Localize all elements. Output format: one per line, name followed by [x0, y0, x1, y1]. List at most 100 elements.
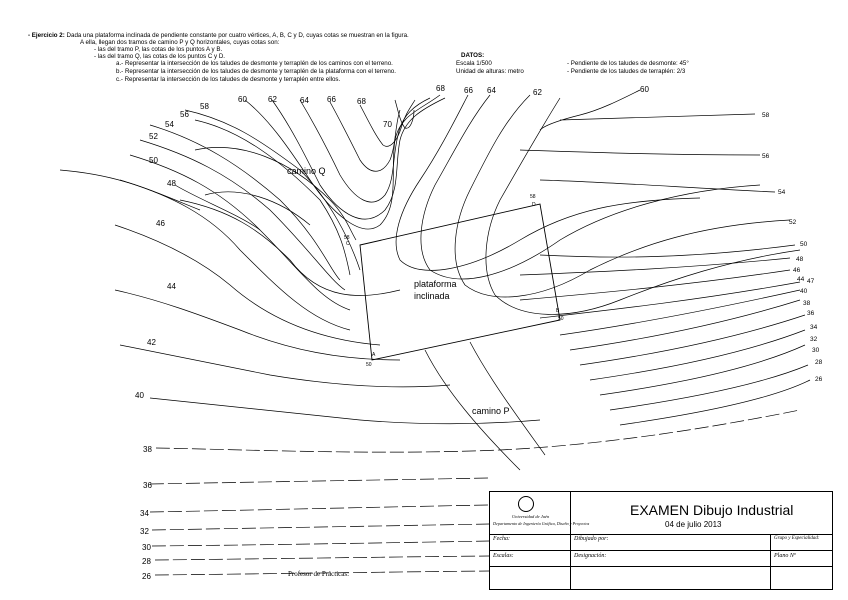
- contour-label: 62: [533, 88, 542, 97]
- contour-line: [395, 94, 701, 271]
- vertex-cota-c: 58: [344, 235, 350, 241]
- contour-line: [194, 119, 351, 276]
- camino-p-label: camino P: [472, 406, 510, 416]
- contour-line: [519, 269, 791, 301]
- contour-label: 46: [156, 219, 165, 228]
- contour-line: [59, 169, 201, 211]
- contour-line: [149, 504, 490, 513]
- datos-escala: Escala 1/500: [456, 60, 492, 67]
- contour-label: 52: [789, 219, 797, 226]
- contour-label: 40: [800, 288, 808, 295]
- contour-line: [589, 329, 806, 381]
- contour-line: [174, 184, 261, 231]
- contour-line: [579, 314, 806, 366]
- contour-label: 42: [147, 338, 156, 347]
- contour-label: 30: [812, 347, 820, 354]
- contour-line: [149, 397, 541, 425]
- contour-line: [244, 94, 441, 230]
- exercise-line-2: A ella, llegan dos tramos de camino P y …: [80, 39, 280, 46]
- contour-label: 54: [778, 189, 786, 196]
- contour-label: 47: [807, 278, 815, 285]
- contour-label: 38: [803, 300, 811, 307]
- contour-line: [155, 409, 801, 453]
- tb-divider: [770, 535, 771, 590]
- task-c: c.- Representar la intersección de los t…: [116, 76, 341, 83]
- tb-divider: [490, 566, 832, 567]
- contour-label: 50: [149, 156, 158, 165]
- plataforma-label: plataforma: [414, 279, 457, 289]
- contour-label: 26: [815, 376, 823, 383]
- department-name: Departamento de Ingeniería Gráfica, Dise…: [493, 521, 590, 526]
- contour-line: [599, 344, 806, 396]
- contour-line: [539, 281, 801, 319]
- contour-line: [420, 94, 761, 280]
- contour-line: [149, 124, 341, 281]
- contour-line: [151, 540, 490, 547]
- contour-line: [149, 477, 490, 485]
- contour-label: 52: [149, 132, 158, 141]
- contour-label: 48: [167, 179, 176, 188]
- contour-label: 60: [640, 85, 649, 94]
- dibujado-label: Dibujado por:: [574, 536, 609, 542]
- contour-line: [271, 97, 446, 220]
- contour-label: 56: [762, 153, 770, 160]
- contour-line: [154, 555, 490, 561]
- vertex-label-a: A: [372, 352, 376, 358]
- contour-line: [539, 89, 756, 131]
- road-p-edge: [469, 341, 546, 456]
- contour-line: [114, 224, 381, 346]
- inclinada-label: inclinada: [414, 291, 450, 301]
- contour-label: 64: [487, 86, 496, 95]
- contour-line: [519, 257, 791, 276]
- contour-label: 66: [464, 86, 473, 95]
- task-a: a.- Representar la intersección de los t…: [116, 60, 393, 67]
- contour-label: 68: [357, 97, 366, 106]
- contour-line: [359, 99, 416, 147]
- designacion-label: Designación:: [574, 553, 607, 559]
- contour-line: [519, 149, 761, 156]
- profesor-label: Profesor de Prácticas:: [288, 570, 350, 578]
- contour-label: 44: [797, 276, 805, 283]
- title-block: Universidad de Jaén Departamento de Inge…: [489, 491, 833, 590]
- vertex-label-b: B: [556, 308, 560, 314]
- contour-line: [114, 289, 401, 361]
- contour-line: [184, 109, 361, 271]
- contour-line: [139, 139, 346, 291]
- tb-divider: [490, 534, 832, 535]
- university-seal-icon: [518, 496, 534, 512]
- contour-label: 36: [143, 481, 152, 490]
- exercise-label: - Ejercicio 2:: [28, 32, 65, 39]
- platform-outline: [359, 203, 561, 361]
- contour-label: 40: [135, 391, 144, 400]
- contour-label: 44: [167, 282, 176, 291]
- contour-label: 68: [436, 84, 445, 93]
- contour-line: [119, 344, 451, 388]
- contour-label: 38: [143, 445, 152, 454]
- exam-title: EXAMEN Dibujo Industrial: [630, 502, 794, 518]
- road-p-edge: [424, 349, 521, 471]
- contour-line: [485, 97, 801, 315]
- tb-divider: [570, 492, 571, 590]
- grupo-label: Grupo y Especialidad:: [774, 536, 820, 541]
- datos-unidad: Unidad de alturas: metro: [456, 68, 524, 75]
- contour-label: 36: [807, 310, 815, 317]
- contour-label: 66: [327, 95, 336, 104]
- tb-divider: [490, 550, 832, 551]
- contour-label: 26: [142, 572, 151, 581]
- contour-label: 56: [180, 110, 189, 119]
- exercise-line-1: - Ejercicio 2: Dada una plataforma incli…: [28, 32, 409, 39]
- contour-label: 60: [238, 95, 247, 104]
- contour-label: 28: [815, 359, 823, 366]
- vertex-label-d: D: [532, 202, 536, 208]
- contour-label: 34: [810, 324, 818, 331]
- contour-label: 46: [793, 267, 801, 274]
- contour-line: [329, 101, 401, 172]
- contour-label: 28: [142, 557, 151, 566]
- datos-title: DATOS:: [461, 52, 485, 59]
- road-q-edge: [204, 191, 311, 226]
- contour-label: 32: [810, 336, 818, 343]
- contour-line: [539, 244, 796, 258]
- contour-label: 62: [268, 95, 277, 104]
